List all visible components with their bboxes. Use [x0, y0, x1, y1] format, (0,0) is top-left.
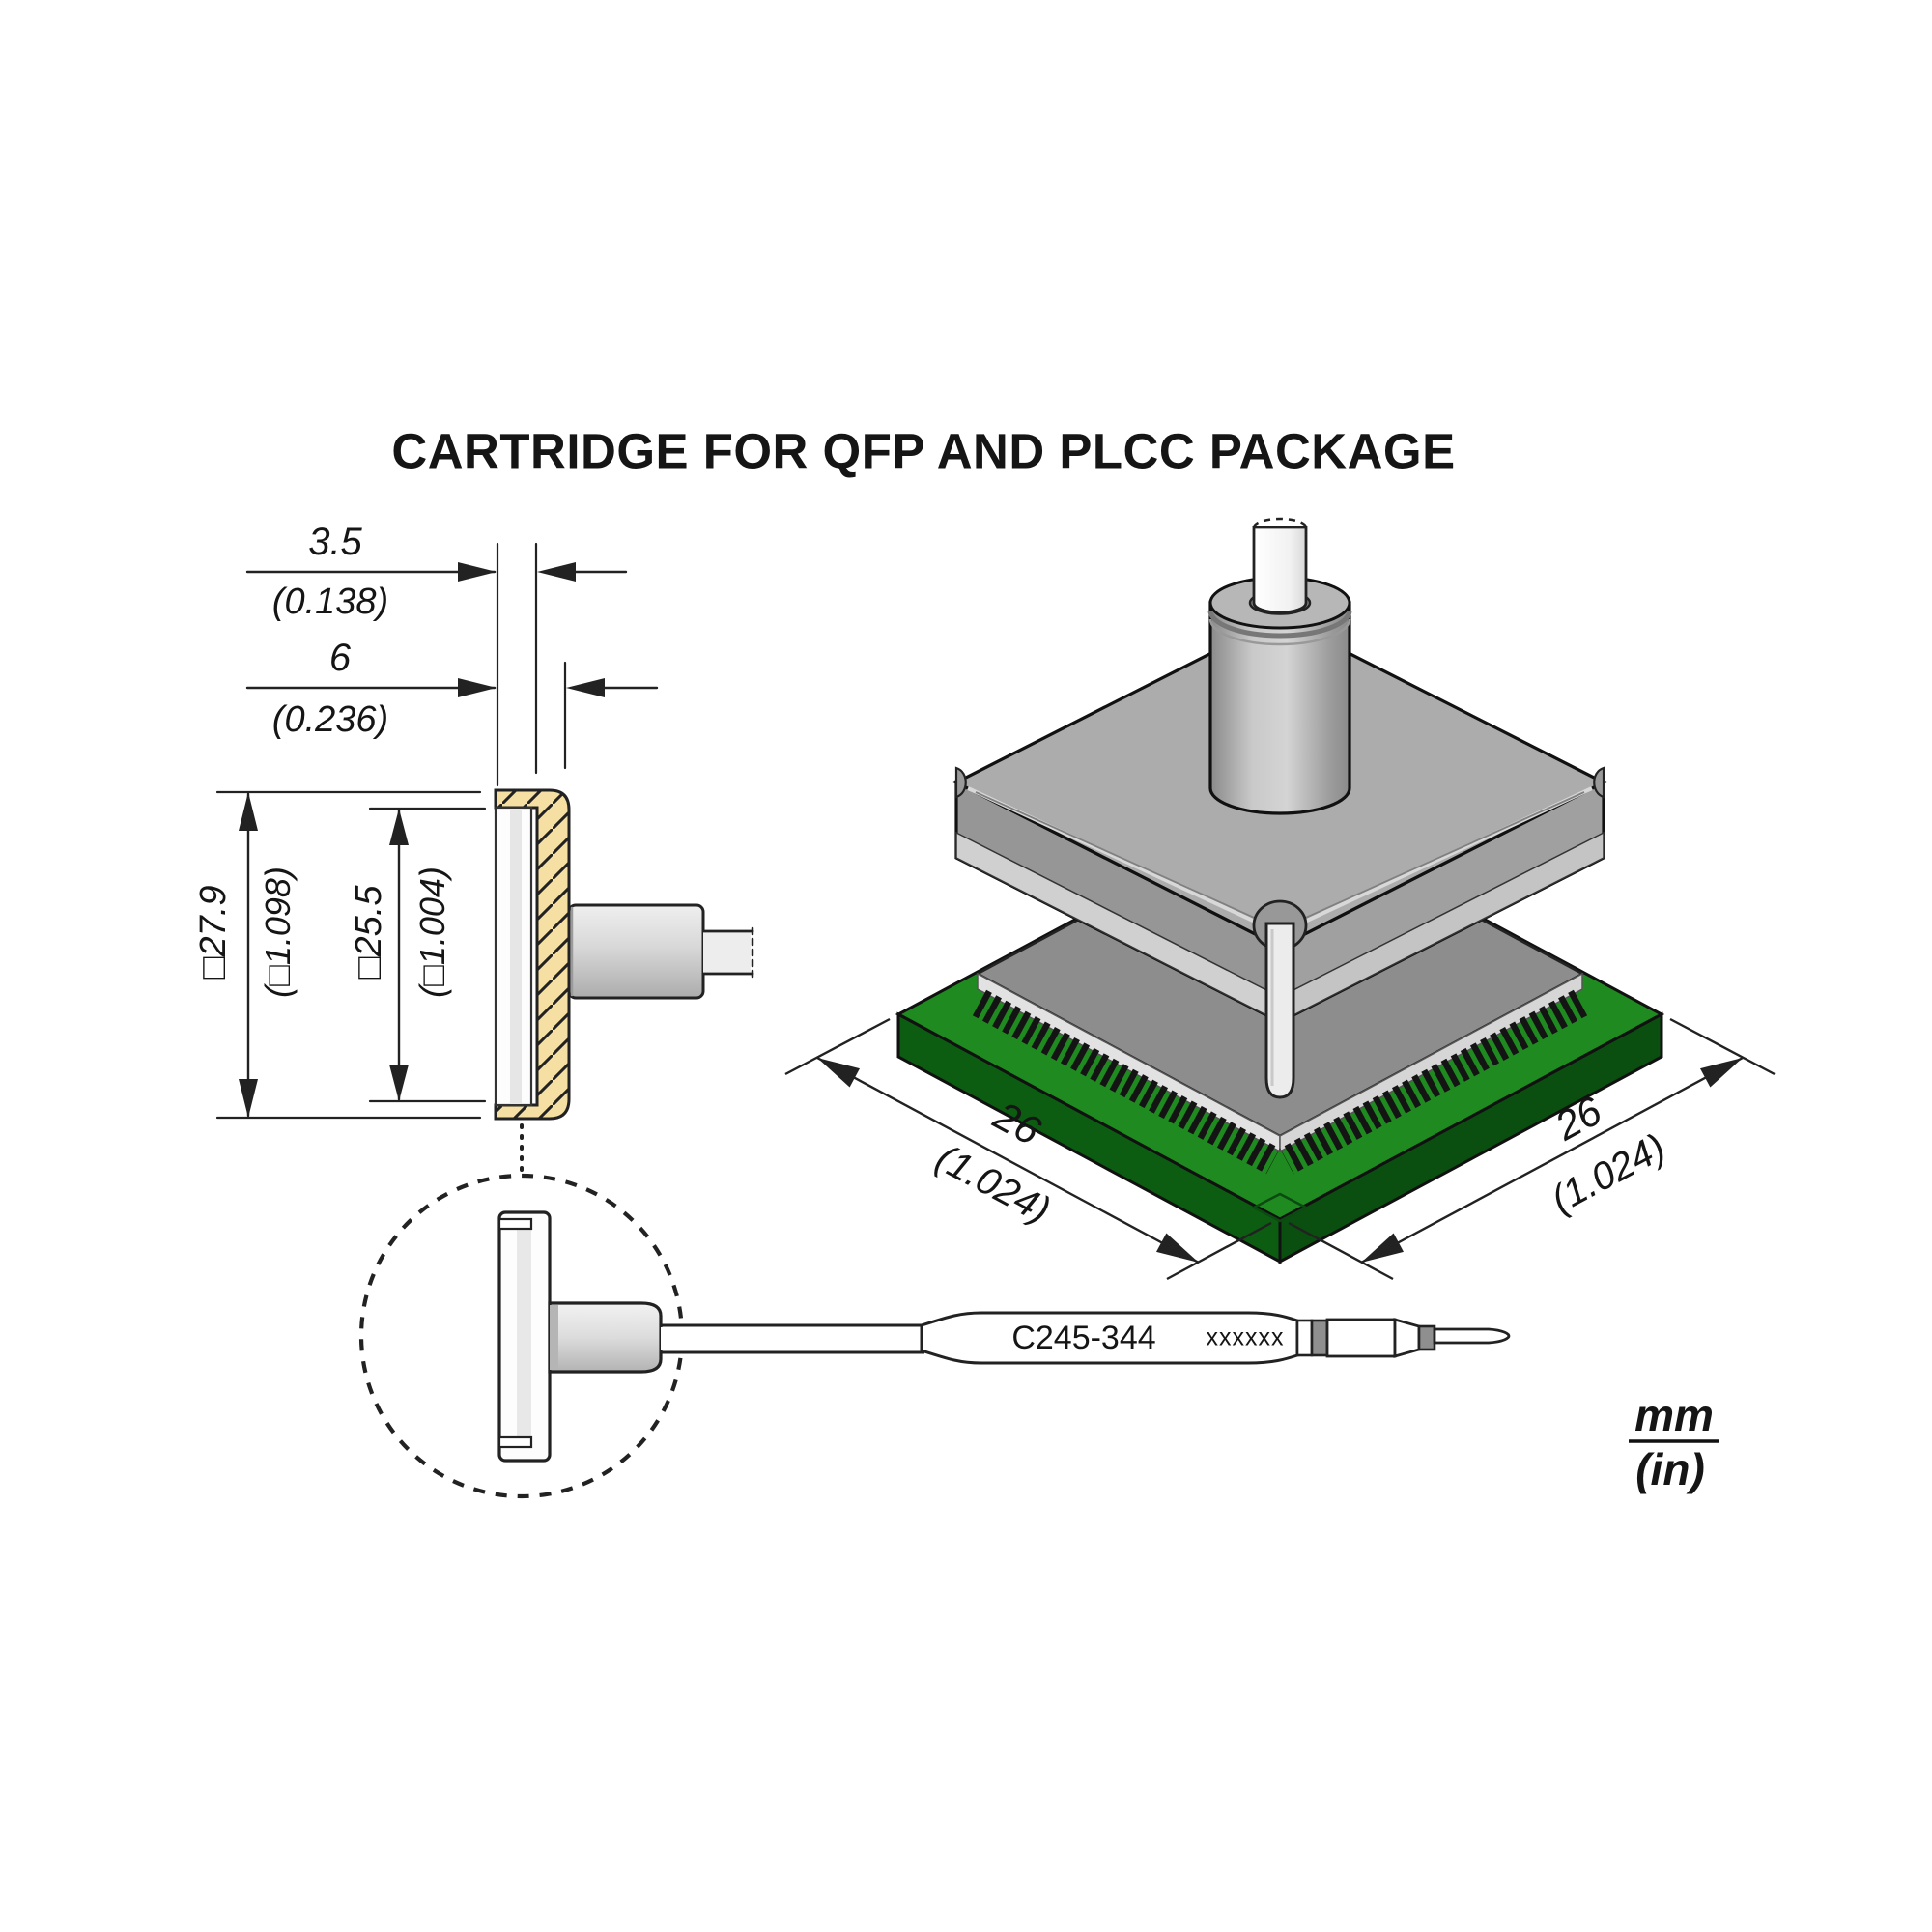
dim-line-total-depth — [245, 678, 659, 697]
tip-rod — [1433, 1327, 1511, 1345]
corner-notch-right — [1593, 766, 1605, 799]
pcb-dimension-left — [784, 1017, 1272, 1281]
pcb-corner-detail — [1251, 1192, 1309, 1223]
pcb-dimension-right — [1288, 1017, 1776, 1281]
corner-notch-left — [954, 766, 967, 799]
dim-label-inner-in: (□1.004) — [412, 867, 452, 998]
dim-label-lip-in: (0.138) — [271, 582, 389, 622]
section-connector-cylinder — [567, 903, 754, 1000]
dim-label-lip-mm: 3.5 — [308, 521, 362, 563]
units-label-in: (in) — [1635, 1444, 1705, 1494]
cartridge-side-view — [661, 1311, 1511, 1365]
dim-line-inner-square — [389, 809, 409, 1101]
chip-pins-left — [972, 989, 1281, 1175]
section-extension-lines — [215, 542, 567, 1120]
dim-label-outer-mm: □27.9 — [193, 885, 234, 980]
cartridge-marking-label: xxxxxx — [1206, 1323, 1285, 1351]
dim-label-depth-in: (0.236) — [271, 699, 389, 740]
cross-section-view — [215, 542, 754, 1173]
dim-label-depth-mm: 6 — [328, 637, 352, 679]
detail-collar-cylinder — [548, 1301, 663, 1374]
drawing-title: CARTRIDGE FOR QFP AND PLCC PACKAGE — [391, 423, 1456, 479]
detail-top-lip-slot — [497, 1217, 533, 1231]
detail-bottom-lip-slot — [497, 1435, 533, 1449]
dim-line-outer-square — [239, 792, 258, 1118]
section-tip-body — [494, 788, 571, 1121]
dim-line-lip-depth — [245, 562, 628, 582]
dim-label-outer-in: (□1.098) — [258, 867, 298, 998]
barrel-band — [1310, 1319, 1329, 1357]
chip-pins-right — [1279, 989, 1588, 1175]
dim-label-inner-mm: □25.5 — [349, 885, 389, 980]
tip-shaft — [1252, 517, 1308, 614]
tip-band — [1417, 1324, 1436, 1351]
shaft-break-line — [1252, 517, 1308, 528]
cartridge-model-label: C245-344 — [1011, 1320, 1156, 1356]
corner-slot-tab — [1264, 922, 1295, 1099]
tip-detail-view — [358, 1173, 685, 1499]
isometric-view — [784, 517, 1776, 1281]
units-label-mm: mm — [1634, 1390, 1714, 1440]
